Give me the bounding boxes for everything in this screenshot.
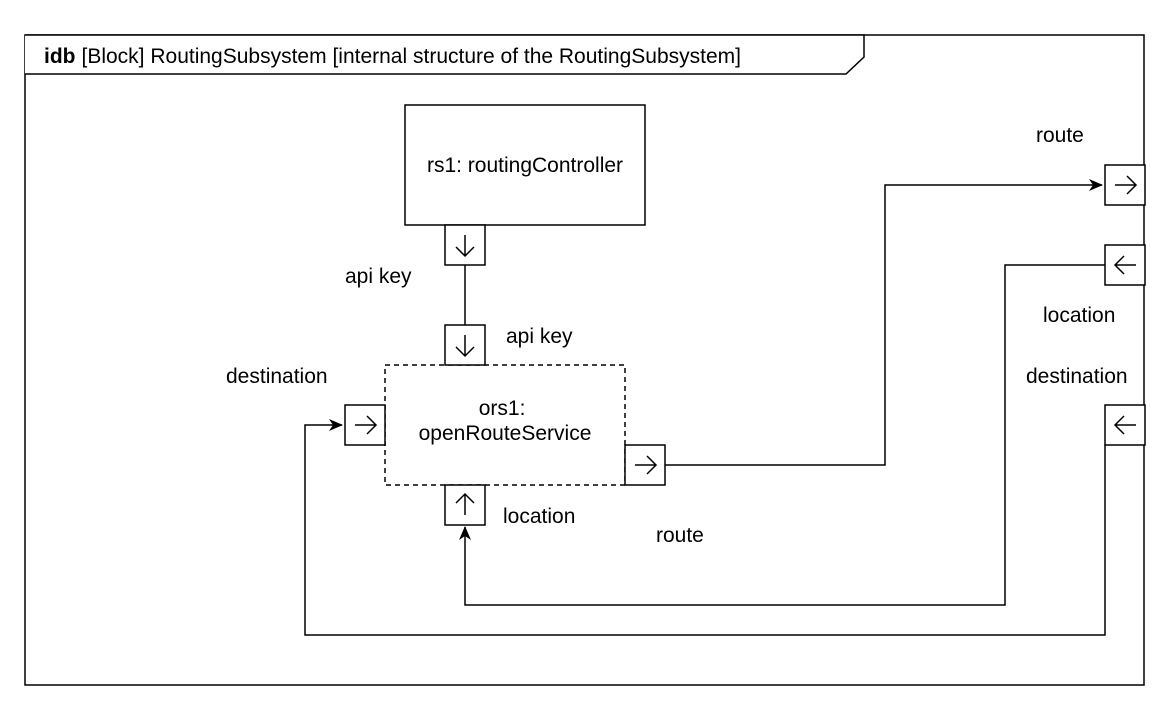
port-service-api-key-label: api key (506, 325, 573, 348)
port-service-location[interactable] (444, 484, 486, 526)
port-service-location-label: location (503, 505, 575, 528)
part-open-route-service[interactable] (384, 364, 626, 486)
port-service-api-key[interactable] (444, 324, 486, 366)
port-service-destination-label: destination (226, 365, 328, 388)
port-service-route-label: route (656, 524, 704, 547)
port-boundary-route[interactable] (1104, 164, 1146, 206)
part-routing-controller-label: rs1: routingController (427, 154, 623, 177)
part-open-route-service-label: ors1: openRouteService (419, 397, 592, 445)
arrow-right-icon (355, 415, 378, 435)
port-boundary-destination-label: destination (1026, 365, 1128, 388)
arrow-left-icon (1113, 255, 1136, 275)
arrow-up-icon (455, 492, 475, 515)
part-routing-controller[interactable] (404, 104, 646, 226)
port-controller-api-key[interactable] (444, 224, 486, 266)
port-boundary-route-label: route (1036, 124, 1084, 147)
arrow-down-icon (455, 335, 475, 358)
frame-title: idb[Block] RoutingSubsystem [internal st… (44, 45, 741, 68)
port-boundary-location-label: location (1043, 304, 1115, 327)
port-service-route[interactable] (624, 444, 666, 486)
frame-title-tab (25, 34, 865, 75)
connector-route[interactable] (665, 179, 1103, 466)
arrow-down-icon (455, 235, 475, 258)
arrow-right-icon (1115, 175, 1138, 195)
port-boundary-destination[interactable] (1104, 404, 1146, 446)
connector-destination[interactable] (304, 419, 1106, 636)
port-controller-api-key-label: api key (345, 265, 412, 288)
connector-location[interactable] (459, 264, 1105, 606)
port-boundary-location[interactable] (1104, 244, 1146, 286)
arrow-right-icon (635, 455, 658, 475)
arrow-left-icon (1113, 415, 1136, 435)
port-service-destination[interactable] (344, 404, 386, 446)
